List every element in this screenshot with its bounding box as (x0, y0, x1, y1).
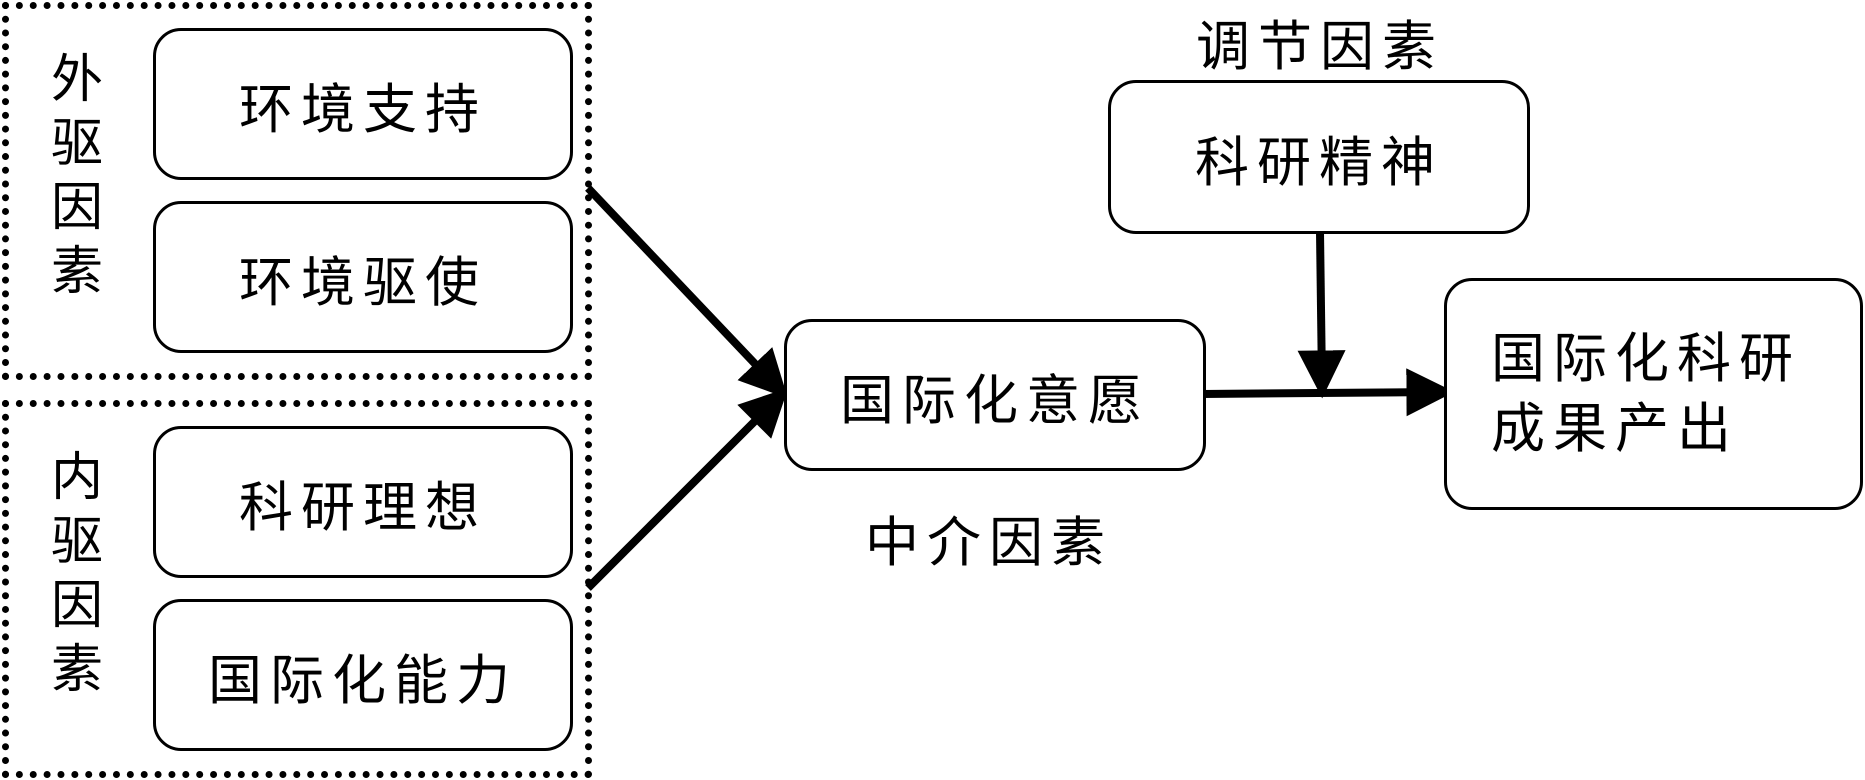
arrow-internal-to-mediator (585, 387, 789, 591)
arrow-moderator-to-path (1297, 231, 1346, 399)
environment-support-box: 环境支持 (153, 28, 573, 180)
arrow-mediator-to-outcome (1201, 368, 1455, 417)
arrow-external-to-mediator (585, 185, 788, 399)
internal-drivers-label: 内驱因素 (50, 448, 103, 700)
research-ideal-box: 科研理想 (153, 426, 573, 578)
mediator-caption: 中介因素 (865, 511, 1113, 574)
internal-drivers-group (2, 400, 592, 778)
moderator-box: 科研精神 (1108, 80, 1530, 234)
outcome-box: 国际化科研成果产出 (1444, 278, 1863, 510)
external-drivers-label: 外驱因素 (50, 50, 103, 302)
moderator-caption: 调节因素 (1196, 15, 1444, 78)
mediator-box: 国际化意愿 (784, 319, 1206, 471)
internationalization-ability-box: 国际化能力 (153, 599, 573, 751)
external-drivers-group (2, 2, 592, 380)
environment-drive-box: 环境驱使 (153, 201, 573, 353)
